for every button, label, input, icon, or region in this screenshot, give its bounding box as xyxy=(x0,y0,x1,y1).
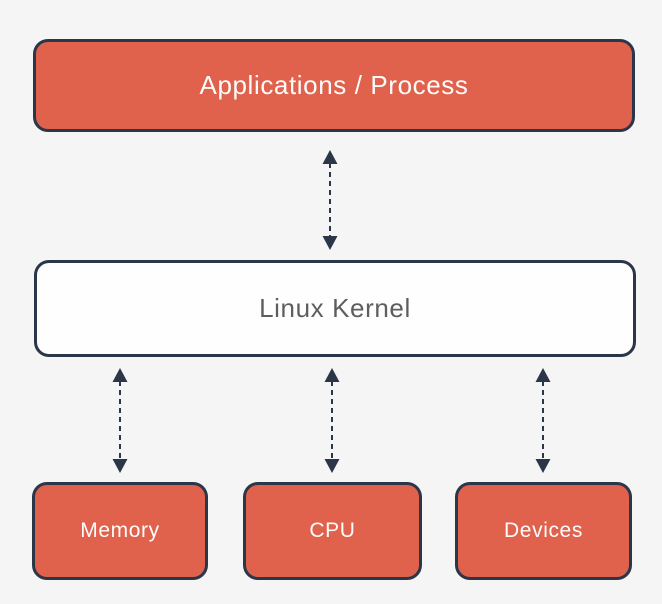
node-devices-label: Devices xyxy=(504,519,583,542)
node-cpu-label: CPU xyxy=(309,519,356,542)
bidirectional-arrow-icon xyxy=(322,150,338,250)
node-linux-kernel: Linux Kernel xyxy=(34,260,636,357)
bidirectional-arrow-icon xyxy=(324,368,340,473)
node-applications: Applications / Process xyxy=(33,39,635,132)
node-memory: Memory xyxy=(32,482,208,580)
node-linux-kernel-label: Linux Kernel xyxy=(259,293,411,323)
bidirectional-arrow-icon xyxy=(535,368,551,473)
node-memory-label: Memory xyxy=(80,519,160,542)
bidirectional-arrow-icon xyxy=(112,368,128,473)
node-devices: Devices xyxy=(455,482,632,580)
node-cpu: CPU xyxy=(243,482,422,580)
node-applications-label: Applications / Process xyxy=(199,70,469,100)
